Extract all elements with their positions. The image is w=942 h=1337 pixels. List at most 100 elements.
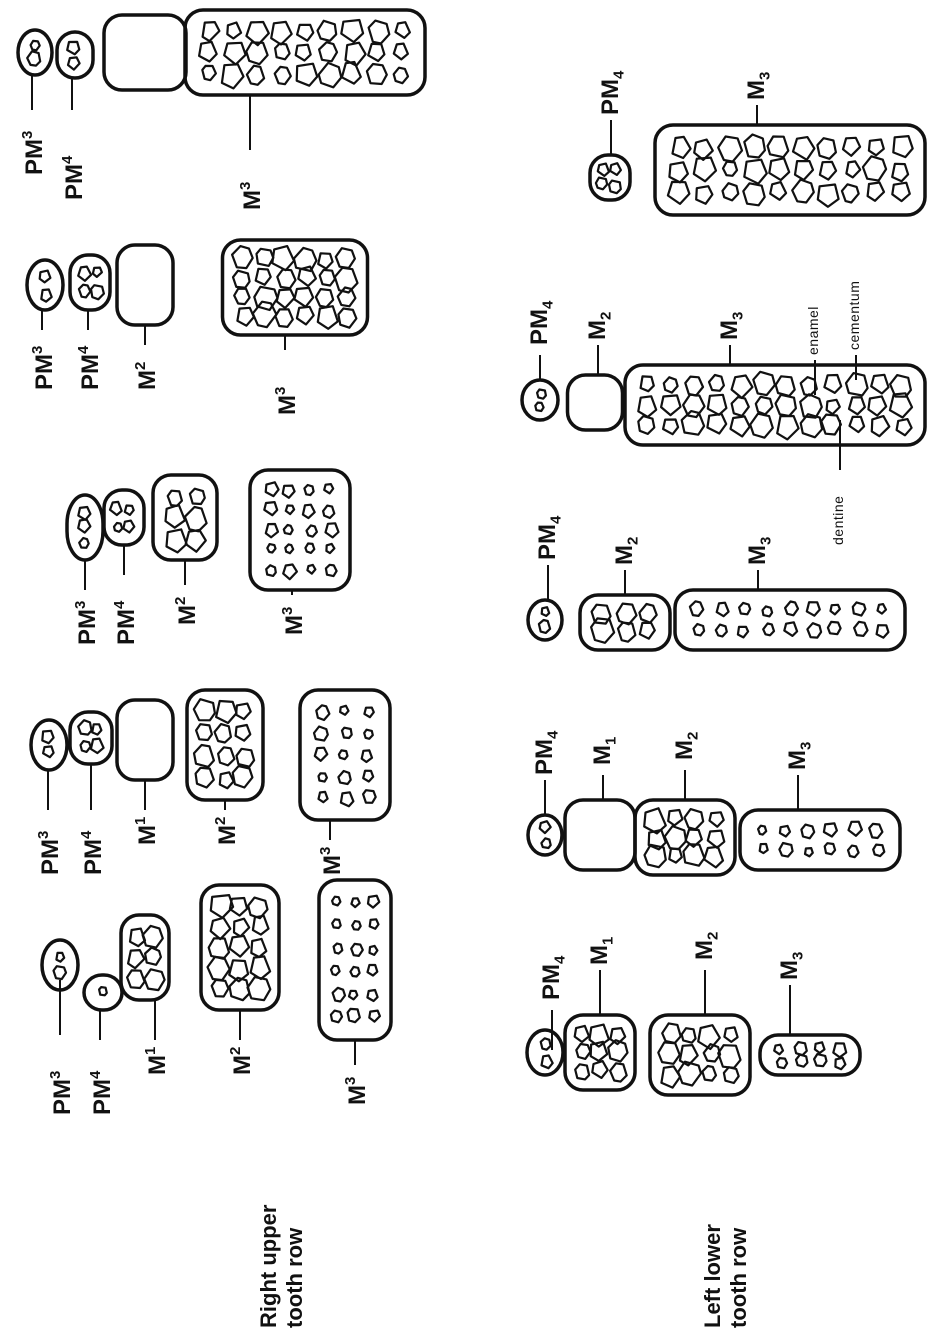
l4-m3-label-text: M [716, 320, 743, 340]
u4-m2-label: M2 [133, 362, 160, 390]
u2-pm4-label-text: PM [80, 839, 107, 875]
l3-m2-label-text: M [611, 545, 638, 565]
u2-m3-label: M3 [318, 847, 345, 875]
l2-m1-label: M1 [591, 737, 618, 765]
u1-m3-label-index: 3 [342, 1077, 359, 1085]
l4-pm4-label-index: 4 [539, 301, 556, 309]
u2-m1-label: M1 [133, 817, 160, 845]
dentine-label: dentine [831, 496, 845, 545]
l3-pm4-label-index: 4 [547, 516, 564, 524]
u3-pm3-label-text: PM [74, 609, 101, 645]
l1-pm4-label: PM4 [540, 956, 567, 1000]
l5-m3-label: M3 [745, 72, 772, 100]
upper-row-caption: Right upper tooth row [256, 1205, 308, 1328]
u3-m2-label-index: 2 [172, 597, 189, 605]
l4-m2-label: M2 [586, 312, 613, 340]
l2-m2-label-text: M [671, 740, 698, 760]
u3-pm3-label: PM3 [73, 601, 100, 645]
u5-m3-label-index: 3 [237, 182, 254, 190]
u5-pm3-label: PM3 [20, 131, 47, 175]
l5-pm4-label: PM4 [599, 71, 626, 115]
l1-m1-label-index: 1 [599, 937, 616, 945]
l3-m3-label: M3 [746, 537, 773, 565]
u2-pm3-label-index: 3 [35, 831, 52, 839]
l2-m1-label-index: 1 [602, 737, 619, 745]
l1-pm4-label-text: PM [538, 964, 565, 1000]
u1-pm3-label: PM3 [48, 1071, 75, 1115]
l4-m2-label-text: M [584, 320, 611, 340]
u3-pm3-label-index: 3 [72, 601, 89, 609]
u4-pm3-label: PM3 [30, 346, 57, 390]
u5-pm4-label-text: PM [61, 164, 88, 200]
u4-pm4-label-index: 4 [75, 346, 92, 354]
l2-m3-label-index: 3 [797, 742, 814, 750]
l2-m2-label-index: 2 [684, 732, 701, 740]
l1-m2-label: M2 [693, 932, 720, 960]
l1-m3-label: M3 [778, 952, 805, 980]
l1-m2-label-index: 2 [704, 932, 721, 940]
l1-m2-label-text: M [691, 940, 718, 960]
lower-caption-line-2: tooth row [726, 1224, 752, 1328]
l3-pm4-label-text: PM [534, 524, 561, 560]
u4-pm4-label: PM4 [76, 346, 103, 390]
u1-m1-label-text: M [144, 1055, 171, 1075]
u1-pm3-label-text: PM [49, 1079, 76, 1115]
u5-pm3-label-index: 3 [19, 131, 36, 139]
u5-pm3-label-text: PM [21, 139, 48, 175]
u3-m2-label: M2 [173, 597, 200, 625]
upper-caption-line-1: Right upper [256, 1205, 282, 1328]
l2-m3-label: M3 [786, 742, 813, 770]
l4-m3-label: M3 [718, 312, 745, 340]
l3-pm4-label: PM4 [536, 516, 563, 560]
u2-pm3-label-text: PM [37, 839, 64, 875]
l4-pm4-label: PM4 [528, 301, 555, 345]
u3-pm4-label-index: 4 [111, 601, 128, 609]
u1-m2-label: M2 [228, 1047, 255, 1075]
u4-pm3-label-text: PM [31, 354, 58, 390]
u3-m3-label-text: M [281, 615, 308, 635]
u4-m2-label-text: M [134, 370, 161, 390]
u2-m2-label: M2 [213, 817, 240, 845]
l2-m2-label: M2 [673, 732, 700, 760]
u2-m1-label-text: M [134, 825, 161, 845]
u2-pm4-label-index: 4 [78, 831, 95, 839]
l1-m3-label-index: 3 [789, 952, 806, 960]
l5-m3-label-text: M [743, 80, 770, 100]
l1-pm4-label-index: 4 [551, 956, 568, 964]
u3-m3-label-index: 3 [279, 607, 296, 615]
u1-m3-label: M3 [343, 1077, 370, 1105]
l1-m1-label: M1 [588, 937, 615, 965]
upper-caption-line-2: tooth row [282, 1205, 308, 1328]
enamel-label: enamel [806, 306, 820, 355]
u2-m3-label-index: 3 [317, 847, 334, 855]
l1-m1-label-text: M [586, 945, 613, 965]
u2-m1-label-index: 1 [132, 817, 149, 825]
l3-m2-label-index: 2 [624, 537, 641, 545]
u3-pm4-label: PM4 [112, 601, 139, 645]
l3-m3-label-index: 3 [757, 537, 774, 545]
u2-m2-label-index: 2 [212, 817, 229, 825]
u1-m3-label-text: M [344, 1085, 371, 1105]
u3-pm4-label-text: PM [113, 609, 140, 645]
u3-m2-label-text: M [174, 605, 201, 625]
l4-m2-label-index: 2 [597, 312, 614, 320]
u5-pm4-label-index: 4 [59, 156, 76, 164]
lower-row-caption: Left lower tooth row [700, 1224, 752, 1328]
l3-m2-label: M2 [613, 537, 640, 565]
u5-m3-label-text: M [239, 190, 266, 210]
u1-m1-label-index: 1 [142, 1047, 159, 1055]
u1-m2-label-text: M [229, 1055, 256, 1075]
u4-pm3-label-index: 3 [29, 346, 46, 354]
u1-pm3-label-index: 3 [47, 1071, 64, 1079]
u1-pm4-label-index: 4 [87, 1071, 104, 1079]
cementum-label: cementum [847, 281, 861, 350]
u4-m3-label-index: 3 [272, 387, 289, 395]
u2-m3-label-text: M [319, 855, 346, 875]
l1-m3-label-text: M [776, 960, 803, 980]
u4-pm4-label-text: PM [77, 354, 104, 390]
u2-pm4-label: PM4 [79, 831, 106, 875]
u2-pm3-label: PM3 [36, 831, 63, 875]
l5-pm4-label-text: PM [597, 79, 624, 115]
